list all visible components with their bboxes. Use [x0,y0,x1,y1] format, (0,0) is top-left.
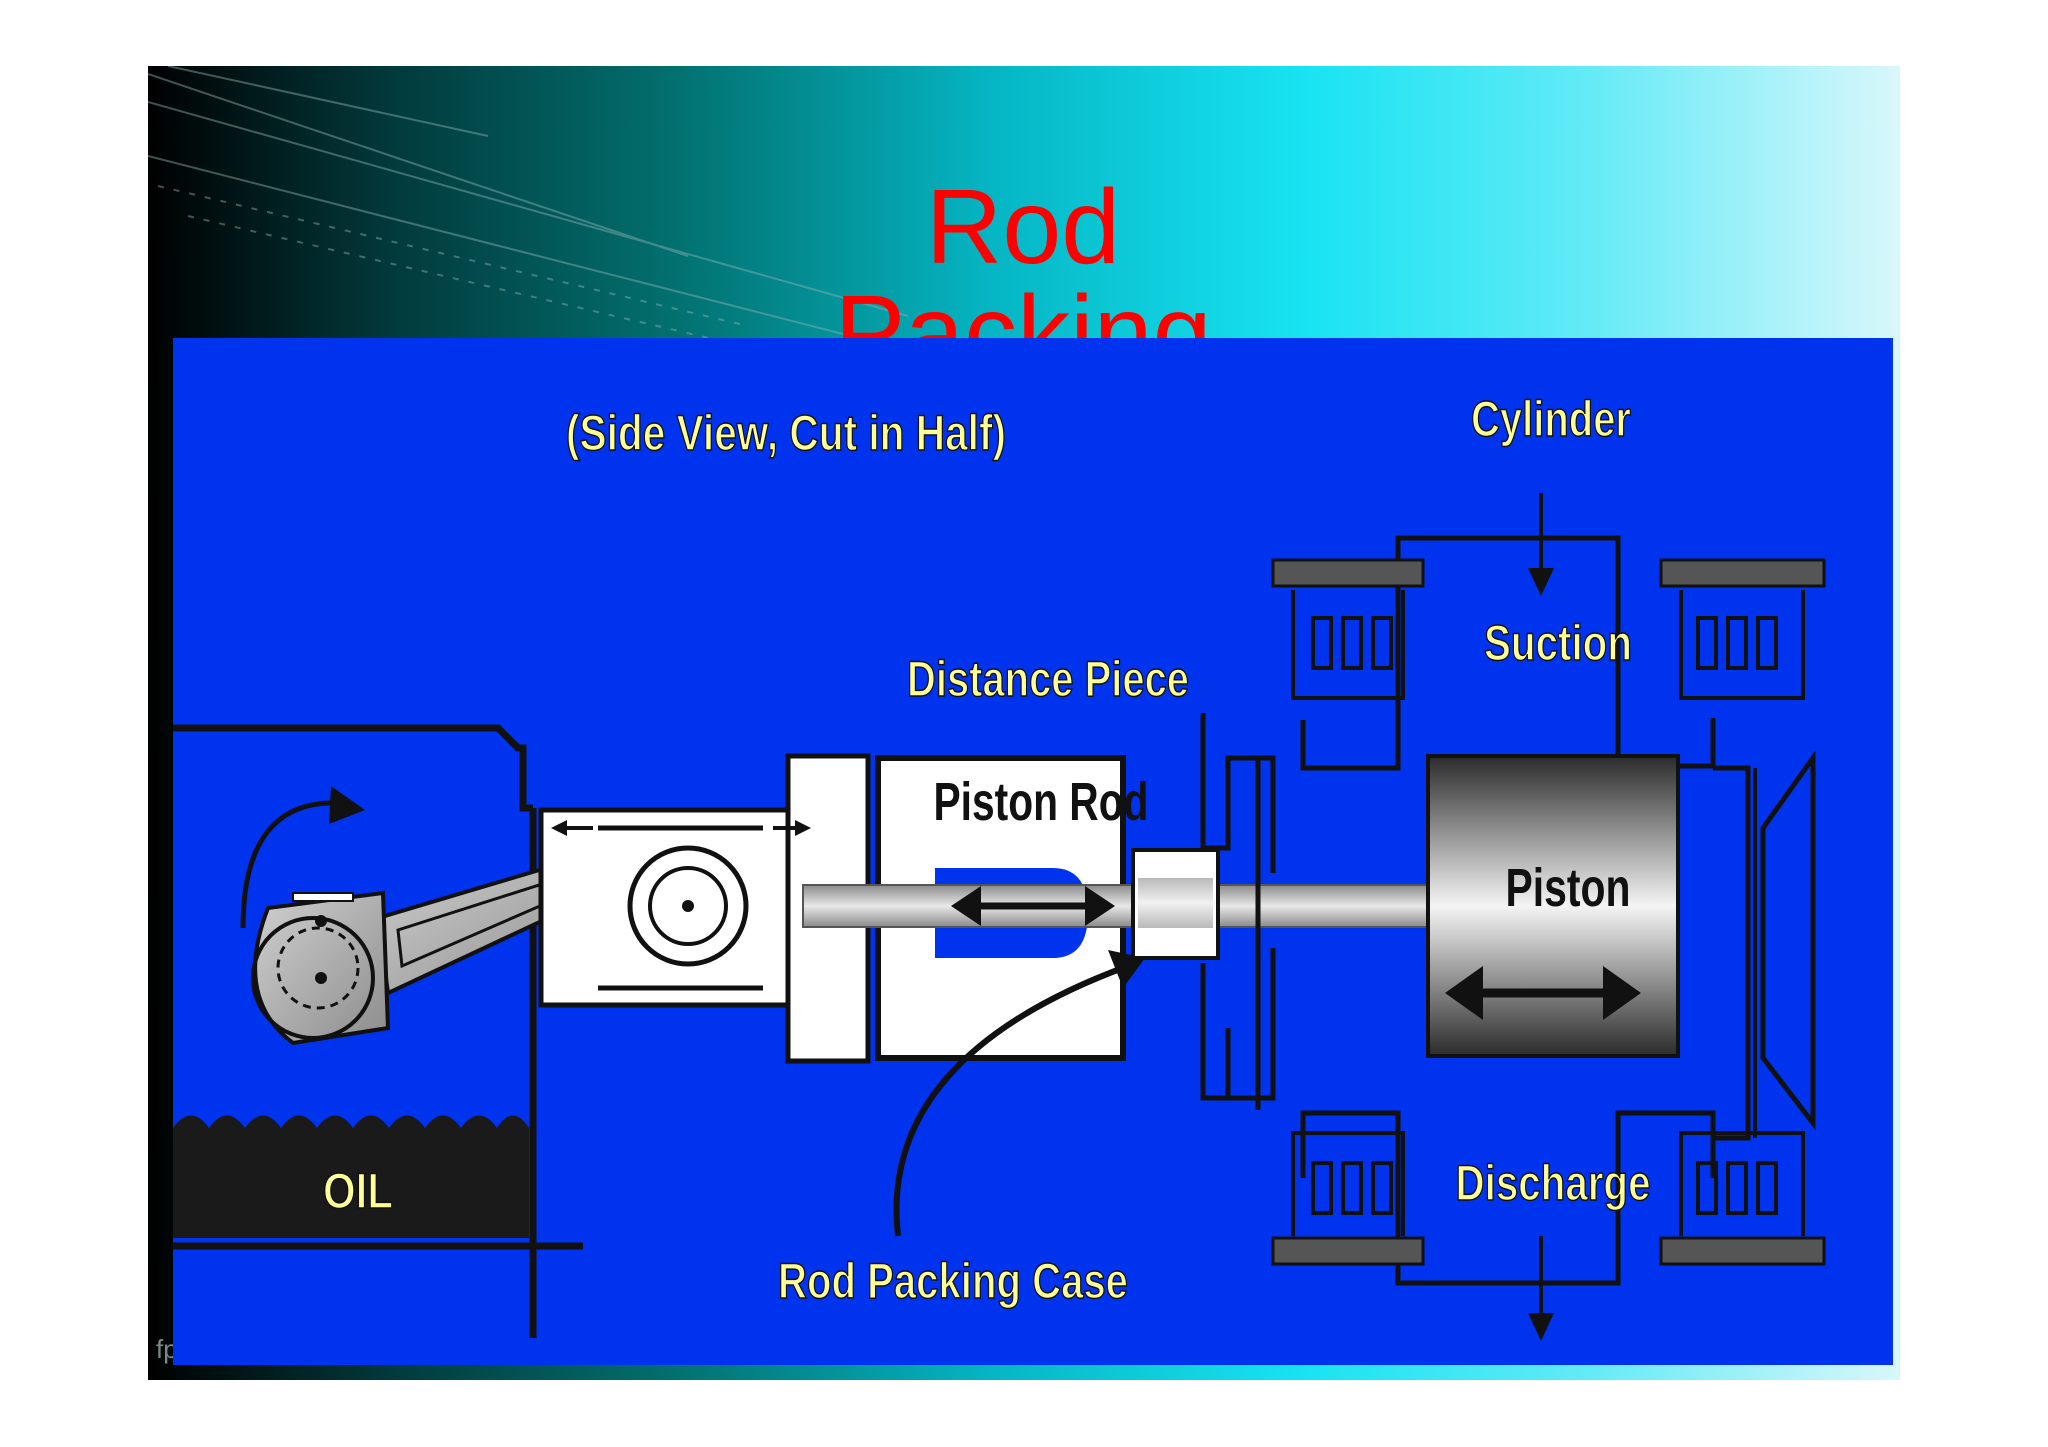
piston-rod-label: Piston Rod [934,772,1149,832]
crankcase [173,724,583,1338]
distance-piece-label: Distance Piece [907,651,1189,707]
rotation-arrow-icon [240,800,342,929]
pointer-arrow-icon [893,950,1145,1237]
piston-label: Piston [1506,858,1631,918]
cylinder-flange [1200,713,1276,1110]
oil-sump [173,1115,529,1238]
caption-label: (Side View, Cut in Half) [566,405,1006,461]
double-arrow-icon [951,886,1115,926]
piston-double-arrow-icon [1445,966,1641,1020]
down-arrow-icon [1528,493,1554,596]
cylinder-body [1300,535,1816,1286]
compressor-diagram: (Side View, Cut in Half) Cylinder Suctio… [173,338,1893,1365]
rod-packing-case-label: Rod Packing Case [778,1253,1128,1309]
discharge-label: Discharge [1456,1155,1651,1211]
oil-label: OIL [323,1163,393,1219]
suction-label: Suction [1484,615,1632,671]
crank-web [253,890,391,1046]
discharge-down-arrow-icon [1528,1236,1554,1341]
valves [1291,590,1805,1236]
rod-packing-case [1131,848,1220,960]
cylinder-label: Cylinder [1471,391,1631,447]
valve-caps [1271,558,1826,1266]
